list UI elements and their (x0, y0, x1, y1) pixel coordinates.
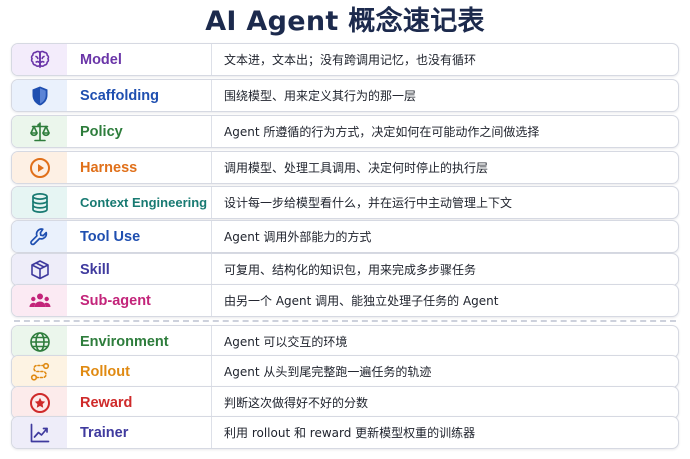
concept-name: Environment (80, 333, 169, 350)
concept-description: 设计每一步给模型看什么，并在运行中主动管理上下文 (211, 187, 678, 218)
icon-cell (12, 356, 67, 387)
shield-icon (32, 86, 47, 105)
icon-cell (12, 187, 67, 218)
users-icon (29, 293, 50, 307)
icon-cell (12, 326, 67, 357)
icon-cell (12, 44, 67, 75)
concept-description: 利用 rollout 和 reward 更新模型权重的训练器 (211, 417, 678, 448)
concept-row-model: Model 文本进，文本出；没有跨调用记忆，也没有循环 (11, 43, 679, 76)
concept-name: Policy (80, 123, 123, 140)
database-icon (31, 192, 48, 213)
concept-row-reward: Reward 判断这次做得好不好的分数 (11, 386, 679, 419)
concept-row-harness: Harness 调用模型、处理工具调用、决定何时停止的执行层 (11, 151, 679, 184)
trend-chart-icon (30, 423, 49, 442)
concept-name: Tool Use (80, 228, 141, 245)
package-icon (30, 259, 49, 279)
concept-name: Trainer (80, 424, 129, 441)
concept-row-environment: Environment Agent 可以交互的环境 (11, 325, 679, 358)
concept-row-tool-use: Tool Use Agent 调用外部能力的方式 (11, 220, 679, 253)
concept-description: 可复用、结构化的知识包，用来完成多步骤任务 (211, 254, 678, 285)
play-circle-icon (29, 157, 50, 178)
icon-cell (12, 285, 67, 316)
concept-description: 由另一个 Agent 调用、能独立处理子任务的 Agent (211, 285, 678, 316)
icon-cell (12, 152, 67, 183)
concept-name: Context Engineering (80, 195, 208, 210)
route-icon (30, 362, 49, 381)
icon-cell (12, 116, 67, 147)
concept-description: 调用模型、处理工具调用、决定何时停止的执行层 (211, 152, 678, 183)
concept-description: Agent 所遵循的行为方式，决定如何在可能动作之间做选择 (211, 116, 678, 147)
page-title: AI Agent 概念速记表 (205, 6, 485, 37)
icon-cell (12, 254, 67, 285)
icon-cell (12, 221, 67, 252)
brain-icon (30, 50, 49, 68)
concept-row-skill: Skill 可复用、结构化的知识包，用来完成多步骤任务 (11, 253, 679, 286)
scales-icon (29, 121, 50, 141)
concept-name: Harness (80, 159, 138, 176)
concept-description: Agent 从头到尾完整跑一遍任务的轨迹 (211, 356, 678, 387)
icon-cell (12, 80, 67, 111)
concept-description: 判断这次做得好不好的分数 (211, 387, 678, 418)
concept-row-rollout: Rollout Agent 从头到尾完整跑一遍任务的轨迹 (11, 355, 679, 388)
concept-name: Rollout (80, 363, 130, 380)
concept-description: 围绕模型、用来定义其行为的那一层 (211, 80, 678, 111)
concept-description: Agent 可以交互的环境 (211, 326, 678, 357)
concept-name: Model (80, 51, 122, 68)
concept-row-trainer: Trainer 利用 rollout 和 reward 更新模型权重的训练器 (11, 416, 679, 449)
globe-icon (29, 331, 50, 352)
concept-name: Scaffolding (80, 87, 159, 104)
concept-row-policy: Policy Agent 所遵循的行为方式，决定如何在可能动作之间做选择 (11, 115, 679, 148)
icon-cell (12, 417, 67, 448)
concept-row-context-engineering: Context Engineering 设计每一步给模型看什么，并在运行中主动管… (11, 186, 679, 219)
star-badge-icon (29, 392, 50, 413)
section-divider (14, 320, 676, 322)
concept-description: 文本进，文本出；没有跨调用记忆，也没有循环 (211, 44, 678, 75)
icon-cell (12, 387, 67, 418)
wrench-icon (29, 227, 47, 245)
concept-name: Skill (80, 261, 110, 278)
concept-row-scaffolding: Scaffolding 围绕模型、用来定义其行为的那一层 (11, 79, 679, 112)
concept-name: Reward (80, 394, 133, 411)
concept-description: Agent 调用外部能力的方式 (211, 221, 678, 252)
concept-name: Sub-agent (80, 292, 151, 309)
concept-row-sub-agent: Sub-agent 由另一个 Agent 调用、能独立处理子任务的 Agent (11, 284, 679, 317)
